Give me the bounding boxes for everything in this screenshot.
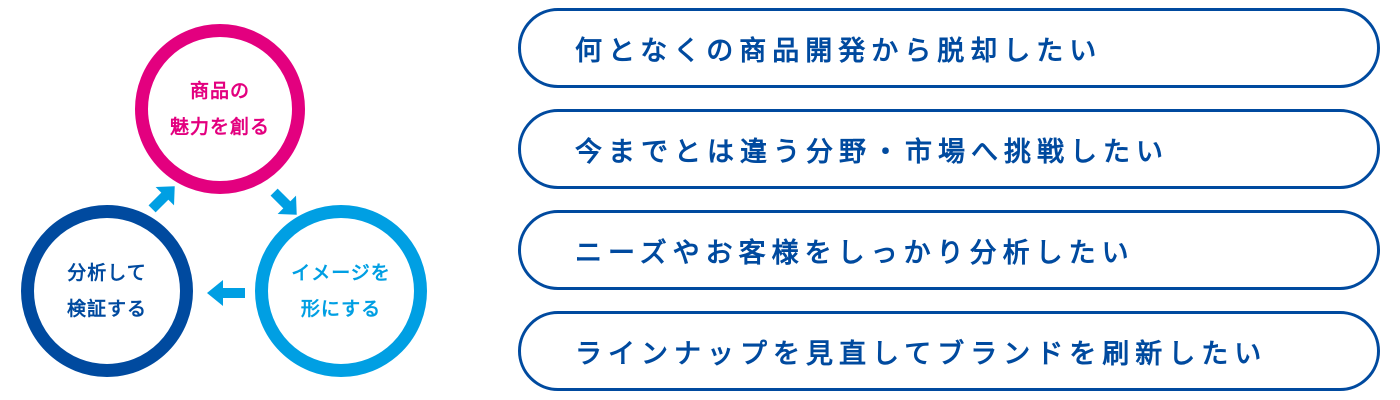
goal-text: ニーズやお客様をしっかり分析したい [575,237,1135,269]
goal-text: 何となくの商品開発から脱却したい [575,35,1103,67]
arrow-left-icon [207,280,245,306]
cycle-arrows [148,186,297,306]
step-label-line2: 形にする [300,298,382,320]
goal-text: 今までとは違う分野・市場へ挑戦したい [575,136,1169,168]
goal-item: 何となくの商品開発から脱却したい [518,8,1380,88]
goal-item: 今までとは違う分野・市場へ挑戦したい [518,109,1380,189]
goal-item: ラインナップを見直してブランドを刷新したい [518,311,1380,391]
arrow-down-right-icon [270,188,297,215]
step-label-line1: 分析して [67,262,147,284]
step-label-line2: 魅力を創る [169,116,270,138]
goal-item: ニーズやお客様をしっかり分析したい [518,210,1380,290]
step-label-line1: イメージを [291,262,391,284]
arrow-up-right-icon [148,186,175,213]
step-label-line1: 商品の [189,80,250,102]
goal-text: ラインナップを見直してブランドを刷新したい [575,338,1268,370]
step-label-line2: 検証する [66,298,147,320]
